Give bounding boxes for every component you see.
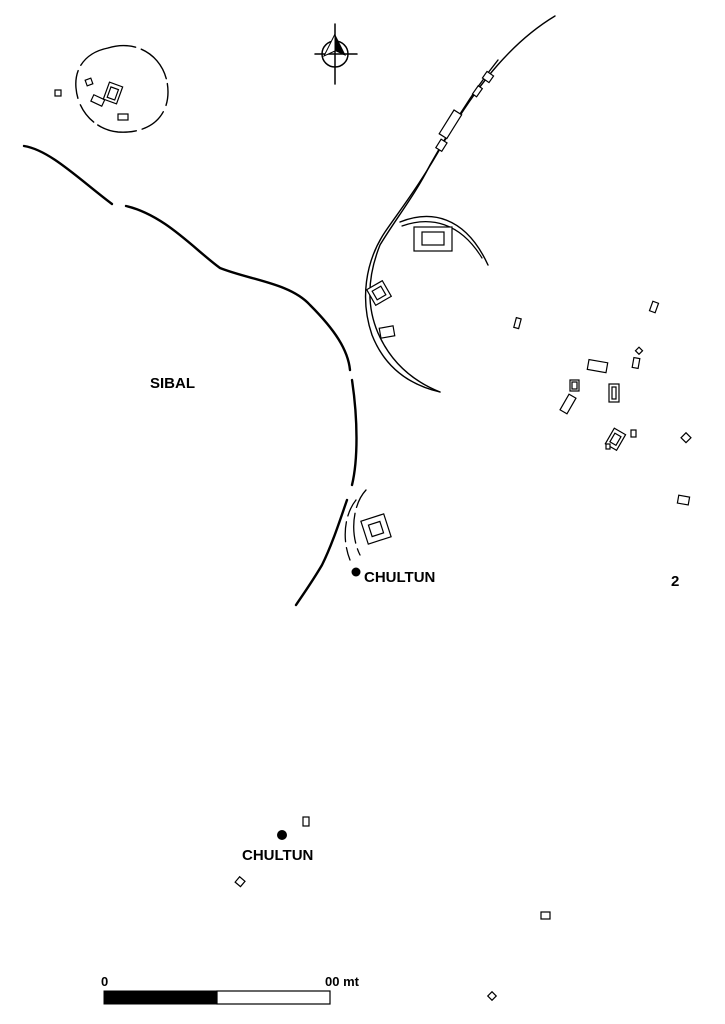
structure [471,84,484,98]
chultun-marker-upper [351,567,361,577]
structure [540,911,551,920]
scale-start-label: 0 [101,974,108,989]
sibal-boundary [22,144,358,607]
structure [680,431,692,444]
scale-bar-filled [103,990,218,1005]
structure [611,386,617,400]
structure [54,89,62,97]
structure [486,990,498,1002]
northwest-enclosure [54,44,169,133]
structure [378,325,396,339]
structure [90,93,106,107]
structure [371,285,387,301]
group-2-structures [513,300,692,506]
group-number-label: 2 [671,573,679,590]
chultun-label-upper: CHULTUN [364,569,435,586]
structure [559,393,577,415]
scale-bar-empty [216,990,331,1005]
north-arrow-icon [314,23,358,85]
structure [605,443,611,450]
structure [481,70,495,84]
structure [106,86,120,101]
structure [367,520,385,538]
southern-structures [234,816,551,1002]
structure [634,346,644,356]
structure [648,300,660,314]
structure [609,432,622,447]
structure [84,77,94,87]
chultun-label-lower: CHULTUN [242,847,313,864]
structure [631,356,641,370]
chultun-marker-lower [277,830,287,840]
structure [234,875,246,888]
structure [571,381,578,390]
structure [302,816,310,827]
structure [630,429,637,438]
sibal-label: SIBAL [150,375,195,392]
scale-end-label: 00 mt [325,974,360,989]
structure [117,113,129,121]
southern-mound [344,489,392,561]
scale-bar: 0 00 mt [101,974,360,1005]
causeway-terrace [364,15,556,393]
structure [434,138,448,153]
structure [586,358,609,374]
structure [513,316,522,330]
structure [438,109,463,140]
structure [676,494,691,506]
structure [421,231,445,246]
